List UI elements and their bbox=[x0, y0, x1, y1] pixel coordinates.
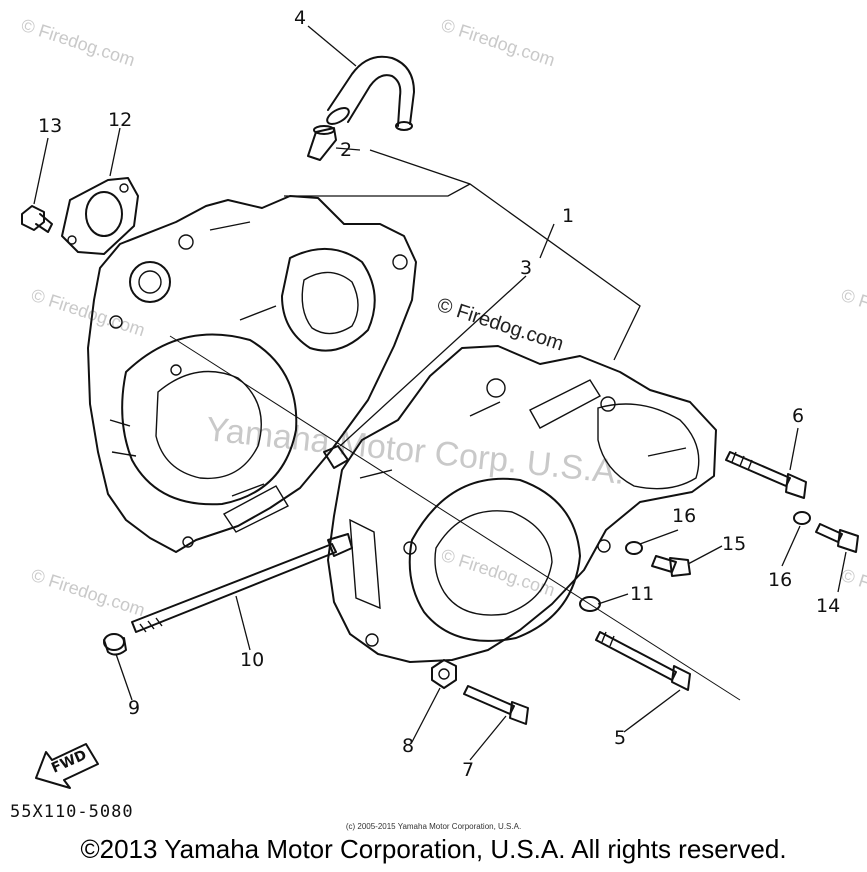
watermark-center: Yamaha Motor Corp. U.S.A. bbox=[204, 410, 626, 492]
callout-11: 11 bbox=[630, 583, 654, 605]
left-crankcase bbox=[87, 195, 417, 553]
bolt bbox=[595, 631, 691, 691]
leader-lines bbox=[33, 25, 847, 761]
callout-8: 8 bbox=[402, 735, 414, 757]
bolt bbox=[651, 555, 691, 577]
callout-3: 3 bbox=[520, 257, 532, 279]
small-copyright: (c) 2005-2015 Yamaha Motor Corporation, … bbox=[345, 822, 522, 831]
callout-6: 6 bbox=[792, 405, 804, 427]
callout-16: 16 bbox=[672, 505, 696, 527]
callout-9: 9 bbox=[128, 697, 140, 719]
collar bbox=[103, 633, 127, 656]
callout-7: 7 bbox=[462, 759, 474, 781]
callout-16: 16 bbox=[768, 569, 792, 591]
callout-13: 13 bbox=[38, 115, 62, 137]
washers bbox=[625, 511, 811, 555]
callout-2: 2 bbox=[340, 139, 352, 161]
breather-hose bbox=[326, 55, 415, 131]
callout-14: 14 bbox=[816, 595, 840, 617]
dowel-pin bbox=[307, 125, 337, 161]
callout-10: 10 bbox=[240, 649, 264, 671]
forward-arrow-icon: FWD bbox=[35, 743, 99, 789]
small-bolt bbox=[21, 205, 53, 233]
callout-15: 15 bbox=[722, 533, 746, 555]
watermark-site: © Firedog.com bbox=[29, 565, 148, 621]
right-crankcase bbox=[327, 345, 717, 663]
watermark-site: © Firedog.com bbox=[839, 565, 867, 621]
watermark-site: © Firedog.com bbox=[839, 285, 867, 341]
main-copyright: ©2013 Yamaha Motor Corporation, U.S.A. A… bbox=[80, 834, 787, 864]
callouts: 1 2 3 4 5 6 7 8 9 10 11 12 13 14 15 16 1… bbox=[38, 7, 840, 781]
diagram-code: 55X110-5080 bbox=[10, 802, 134, 822]
watermark-site: © Firedog.com bbox=[439, 15, 558, 71]
watermark-site: © Firedog.com bbox=[19, 15, 138, 71]
gasket bbox=[61, 177, 139, 255]
callout-1: 1 bbox=[562, 205, 574, 227]
bolt bbox=[815, 523, 859, 553]
callout-4: 4 bbox=[294, 7, 306, 29]
callout-12: 12 bbox=[108, 109, 132, 131]
long-stud-bolt bbox=[131, 533, 353, 633]
watermarks: © Firedog.com © Firedog.com © Firedog.co… bbox=[19, 15, 867, 621]
long-bolt bbox=[725, 451, 807, 499]
callout-5: 5 bbox=[614, 727, 626, 749]
washer bbox=[431, 659, 457, 689]
watermark-site: © Firedog.com bbox=[29, 285, 148, 341]
dowel bbox=[323, 445, 349, 469]
bolt bbox=[463, 685, 529, 725]
